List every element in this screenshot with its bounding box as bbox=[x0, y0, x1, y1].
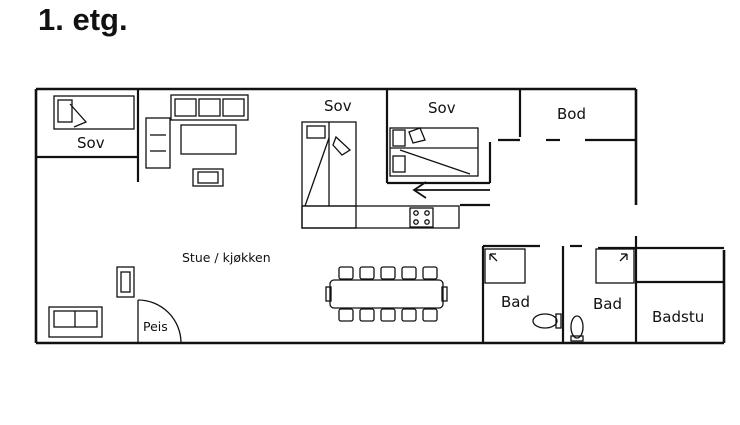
armchair-center bbox=[192, 168, 224, 187]
shower-left bbox=[484, 248, 526, 284]
room-label-badstu: Badstu bbox=[652, 308, 704, 326]
arrow-left-icon bbox=[412, 181, 490, 199]
armchair-left bbox=[116, 266, 135, 298]
dining-chairs-top bbox=[338, 266, 438, 280]
room-label-bod: Bod bbox=[557, 105, 586, 123]
dining-table bbox=[325, 266, 448, 322]
interior-walls bbox=[36, 89, 724, 343]
fireplace bbox=[137, 299, 182, 344]
sofa-left bbox=[145, 117, 171, 169]
dining-chairs-bottom bbox=[338, 308, 438, 322]
sofa-top bbox=[170, 94, 249, 121]
room-label-sov-2: Sov bbox=[324, 97, 352, 115]
room-label-bad-1: Bad bbox=[501, 293, 530, 311]
outer-walls bbox=[34, 87, 726, 345]
room-label-bad-2: Bad bbox=[593, 295, 622, 313]
coffee-table bbox=[180, 124, 237, 155]
bunk-bed-right bbox=[389, 127, 479, 177]
sofa-bottom-left bbox=[48, 306, 103, 338]
kitchen-counter bbox=[301, 205, 460, 229]
bed-top-left bbox=[53, 95, 135, 130]
room-label-stue-kjokken: Stue / kjøkken bbox=[182, 250, 271, 265]
room-label-peis: Peis bbox=[143, 319, 168, 334]
bunk-bed-left bbox=[301, 121, 357, 229]
toilet-left bbox=[532, 313, 562, 329]
room-label-sov-1: Sov bbox=[77, 134, 105, 152]
toilet-right bbox=[570, 315, 584, 342]
floor-title: 1. etg. bbox=[38, 2, 128, 37]
room-label-sov-3: Sov bbox=[428, 99, 456, 117]
shower-right bbox=[595, 248, 635, 284]
